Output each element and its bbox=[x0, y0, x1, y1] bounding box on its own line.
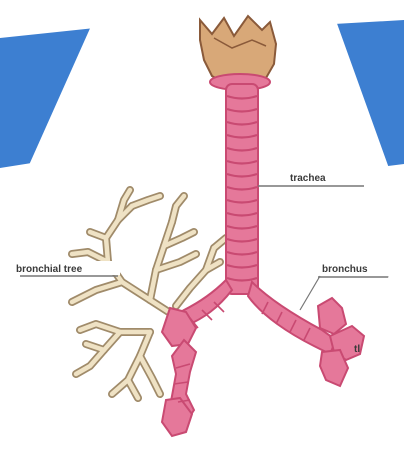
right-partial-label-text: tl bbox=[354, 344, 360, 355]
trachea-rings-icon bbox=[226, 84, 258, 294]
label-bronchial-tree: bronchial tree bbox=[14, 261, 120, 276]
bronchus-label-text: bronchus bbox=[322, 264, 368, 275]
label-right-partial: tl bbox=[354, 344, 360, 355]
trachea-label-text: trachea bbox=[290, 173, 326, 184]
bronchial-tree-label-text: bronchial tree bbox=[16, 264, 83, 275]
